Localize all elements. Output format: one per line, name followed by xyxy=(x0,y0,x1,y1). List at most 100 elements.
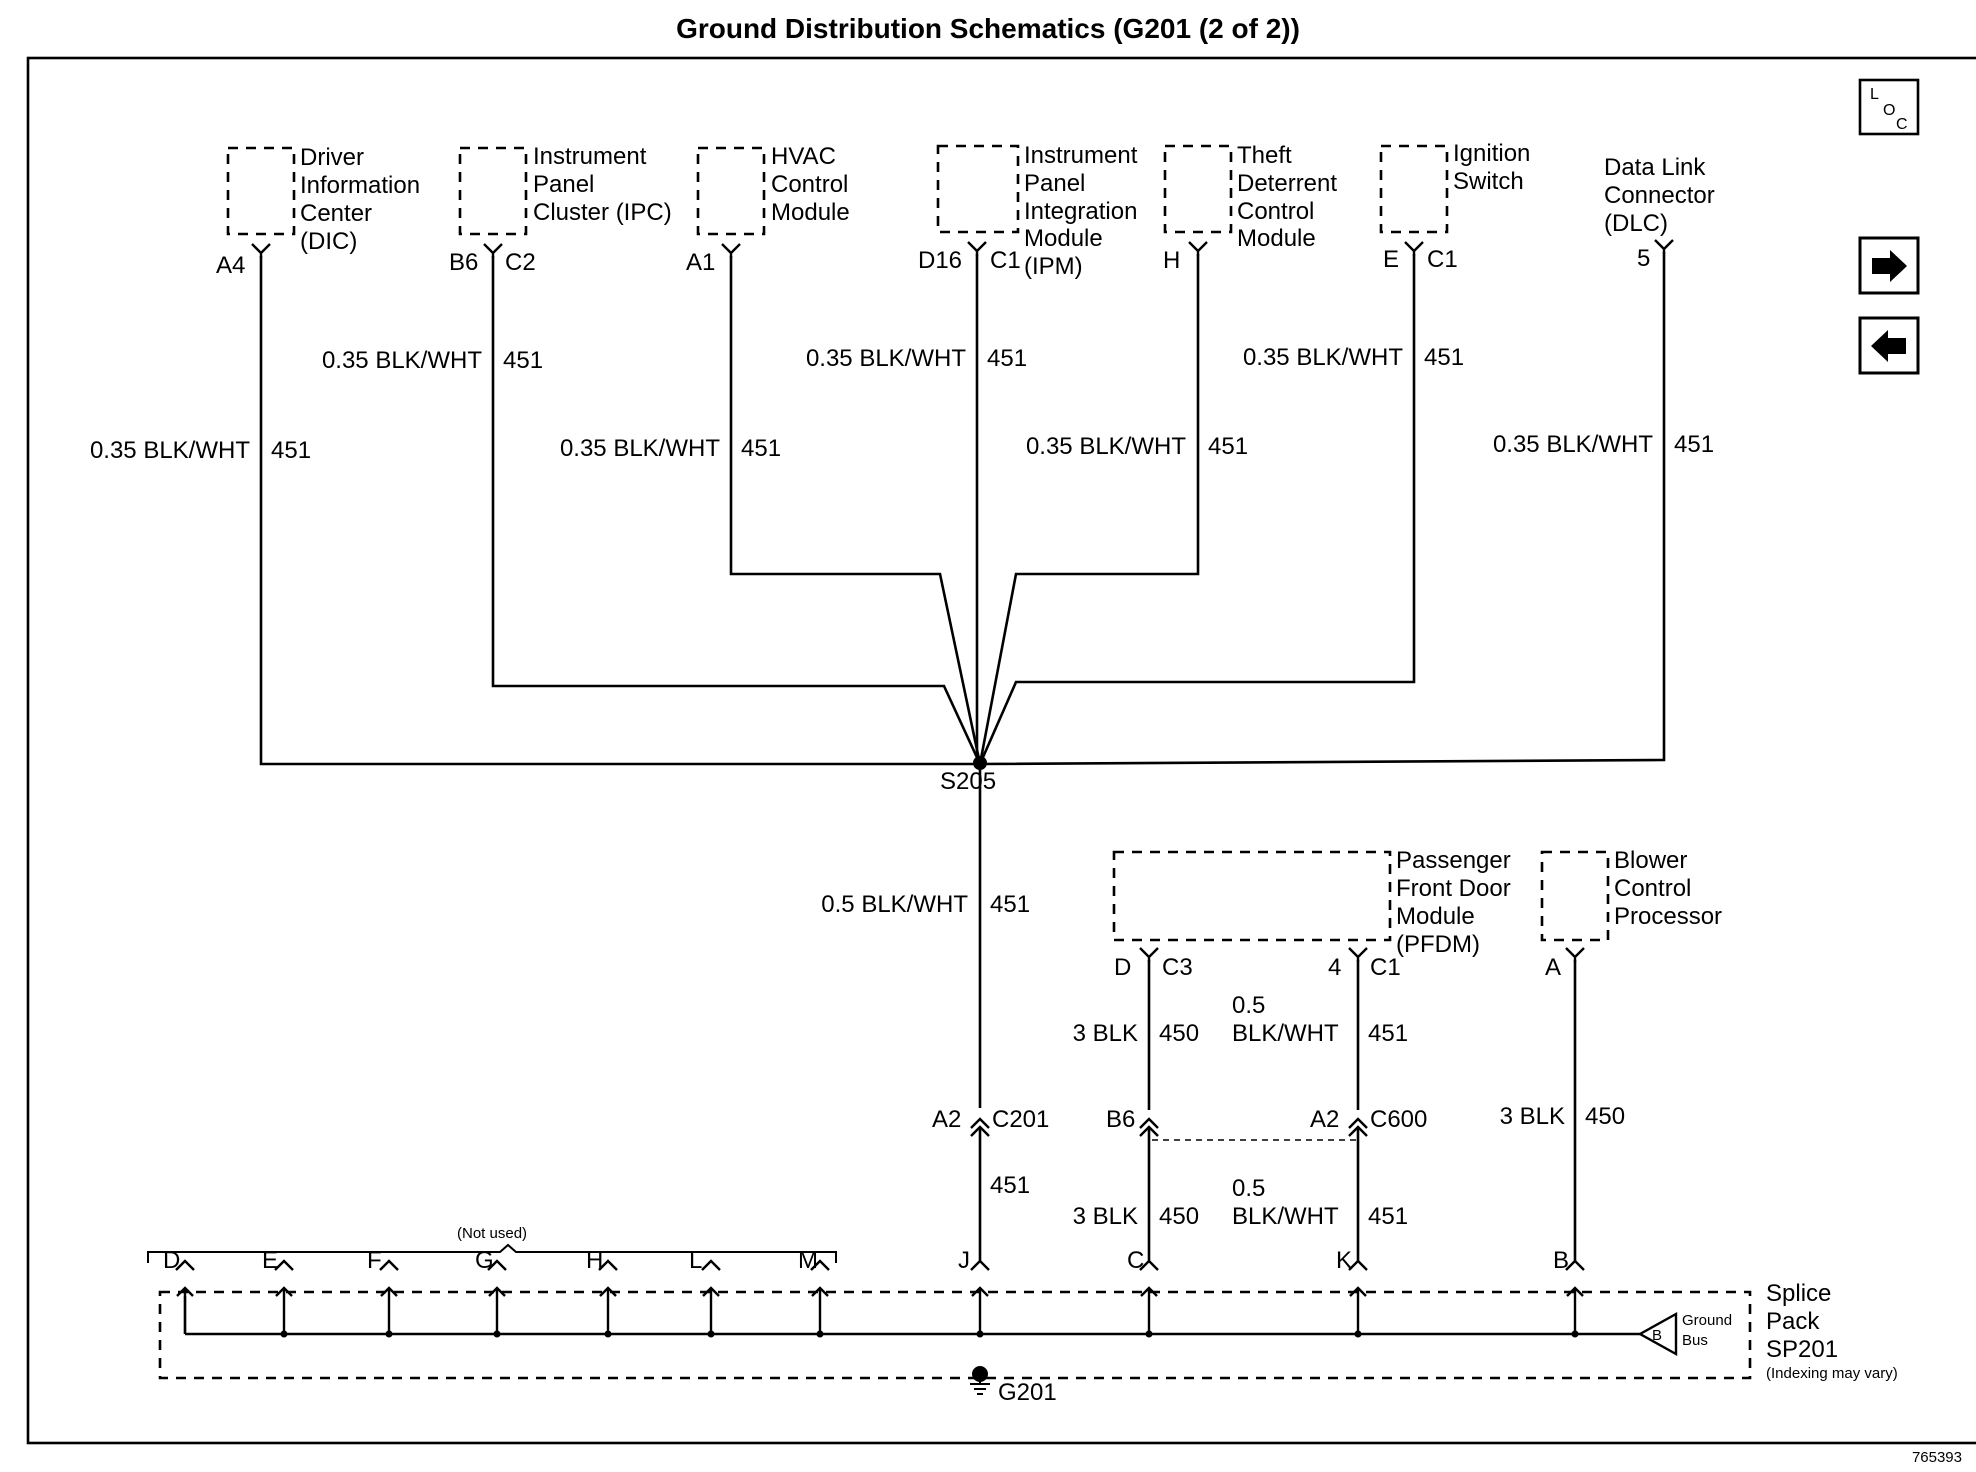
svg-text:Module: Module xyxy=(1396,903,1475,930)
svg-text:0.35 BLK/WHT: 0.35 BLK/WHT xyxy=(90,437,250,464)
svg-text:BLK/WHT: BLK/WHT xyxy=(1232,1020,1339,1047)
svg-text:Switch: Switch xyxy=(1453,168,1524,195)
svg-text:C1: C1 xyxy=(1427,246,1458,273)
svg-text:Bus: Bus xyxy=(1682,1332,1708,1349)
svg-text:0.5: 0.5 xyxy=(1232,1175,1265,1202)
component-ipm: Instrument Panel Integration Module (IPM… xyxy=(918,142,1138,280)
svg-text:A1: A1 xyxy=(686,249,715,276)
svg-text:451: 451 xyxy=(271,437,311,464)
svg-text:0.35 BLK/WHT: 0.35 BLK/WHT xyxy=(806,345,966,372)
svg-text:(IPM): (IPM) xyxy=(1024,253,1083,280)
svg-text:Processor: Processor xyxy=(1614,903,1722,930)
sp201-pin-label: K xyxy=(1336,1247,1352,1274)
svg-text:Panel: Panel xyxy=(533,171,594,198)
sp201-pin-label: J xyxy=(958,1247,970,1274)
svg-text:451: 451 xyxy=(990,1172,1030,1199)
svg-text:0.5 BLK/WHT: 0.5 BLK/WHT xyxy=(821,891,968,918)
component-pfdm: Passenger Front Door Module (PFDM) D C3 … xyxy=(1112,847,1511,981)
svg-text:Blower: Blower xyxy=(1614,847,1687,874)
sp201-pin-l: L xyxy=(689,1247,721,1338)
svg-text:451: 451 xyxy=(1424,344,1464,371)
svg-text:Panel: Panel xyxy=(1024,170,1085,197)
svg-text:Ground: Ground xyxy=(1682,1312,1732,1329)
svg-text:G201: G201 xyxy=(998,1379,1057,1406)
svg-text:Ignition: Ignition xyxy=(1453,140,1530,167)
svg-text:E: E xyxy=(1383,246,1399,273)
sp201-pin-label: C xyxy=(1127,1247,1144,1274)
upper-pin-glyphs xyxy=(251,239,1674,258)
svg-text:451: 451 xyxy=(1368,1203,1408,1230)
svg-text:(PFDM): (PFDM) xyxy=(1396,931,1480,958)
svg-text:Module: Module xyxy=(771,199,850,226)
svg-text:3 BLK: 3 BLK xyxy=(1073,1203,1138,1230)
svg-text:3 BLK: 3 BLK xyxy=(1500,1103,1565,1130)
svg-text:450: 450 xyxy=(1159,1020,1199,1047)
lower-wires xyxy=(1139,960,1577,1262)
svg-text:450: 450 xyxy=(1159,1203,1199,1230)
svg-text:0.35 BLK/WHT: 0.35 BLK/WHT xyxy=(1493,431,1653,458)
svg-text:451: 451 xyxy=(1674,431,1714,458)
component-ipc: Instrument Panel Cluster (IPC) B6 C2 xyxy=(449,143,672,276)
lower-wire-labels: 3 BLK 450 0.5 BLK/WHT 451 3 BLK 450 3 BL… xyxy=(1073,992,1625,1230)
figure-id: 765393 xyxy=(1912,1449,1962,1466)
component-blower-control-processor: Blower Control Processor A xyxy=(1540,847,1722,981)
svg-text:C201: C201 xyxy=(992,1106,1049,1133)
svg-text:(DLC): (DLC) xyxy=(1604,210,1668,237)
svg-text:451: 451 xyxy=(503,347,543,374)
sp201-pin-f: F xyxy=(367,1247,399,1338)
next-page-button[interactable] xyxy=(1858,236,1920,295)
arrow-left-icon xyxy=(1871,330,1906,362)
component-ignition-switch: Ignition Switch E C1 xyxy=(1379,140,1530,273)
sp201-pin-label: E xyxy=(262,1247,278,1274)
svg-text:D16: D16 xyxy=(918,247,962,274)
svg-text:A2: A2 xyxy=(932,1106,961,1133)
sp201-pin-b: B xyxy=(1553,1247,1585,1338)
svg-text:O: O xyxy=(1883,102,1895,119)
arrow-right-icon xyxy=(1872,250,1907,282)
sp201-pin-e: E xyxy=(262,1247,294,1338)
svg-text:Center: Center xyxy=(300,200,372,227)
svg-text:Splice: Splice xyxy=(1766,1280,1831,1307)
svg-text:B: B xyxy=(1652,1327,1662,1344)
svg-text:451: 451 xyxy=(990,891,1030,918)
svg-text:Control: Control xyxy=(1237,198,1314,225)
svg-text:4: 4 xyxy=(1328,954,1341,981)
svg-text:Integration: Integration xyxy=(1024,198,1137,225)
svg-text:SP201: SP201 xyxy=(1766,1336,1838,1363)
component-dic: Driver Information Center (DIC) A4 xyxy=(216,144,420,279)
sp201-pin-label: B xyxy=(1553,1247,1569,1274)
loc-icon[interactable]: L O C xyxy=(1858,78,1920,136)
svg-text:Control: Control xyxy=(771,171,848,198)
splice-pack-sp201: (Not used) B Ground Bus Splice Pack SP20… xyxy=(147,1225,1898,1406)
svg-text:HVAC: HVAC xyxy=(771,143,836,170)
sp201-pin-label: G xyxy=(475,1247,494,1274)
svg-text:(Not used): (Not used) xyxy=(457,1225,527,1242)
svg-text:A: A xyxy=(1545,954,1561,981)
svg-text:0.5: 0.5 xyxy=(1232,992,1265,1019)
connector-c201: A2 C201 451 xyxy=(932,1106,1049,1262)
svg-text:Instrument: Instrument xyxy=(1024,142,1138,169)
sp201-pin-label: M xyxy=(798,1247,818,1274)
svg-text:451: 451 xyxy=(741,435,781,462)
svg-text:Front Door: Front Door xyxy=(1396,875,1511,902)
svg-text:A4: A4 xyxy=(216,252,245,279)
splice-s205-label: S205 xyxy=(940,768,996,795)
svg-text:Module: Module xyxy=(1237,225,1316,252)
component-theft-deterrent: Theft Deterrent Control Module H xyxy=(1163,142,1337,274)
svg-text:C1: C1 xyxy=(1370,954,1401,981)
upper-wires xyxy=(259,252,1666,766)
sp201-pin-g: G xyxy=(475,1247,507,1338)
prev-page-button[interactable] xyxy=(1858,316,1920,375)
component-dlc: Data Link Connector (DLC) 5 xyxy=(1604,154,1715,272)
svg-text:(Indexing may vary): (Indexing may vary) xyxy=(1766,1365,1898,1382)
sp201-pin-k: K xyxy=(1336,1247,1368,1338)
svg-text:C: C xyxy=(1896,116,1908,133)
sp201-pin-label: D xyxy=(163,1247,180,1274)
svg-text:Information: Information xyxy=(300,172,420,199)
svg-text:0.35 BLK/WHT: 0.35 BLK/WHT xyxy=(560,435,720,462)
svg-text:0.35 BLK/WHT: 0.35 BLK/WHT xyxy=(1026,433,1186,460)
svg-text:C2: C2 xyxy=(505,249,536,276)
svg-text:B6: B6 xyxy=(1106,1106,1135,1133)
svg-text:B6: B6 xyxy=(449,249,478,276)
svg-text:Data Link: Data Link xyxy=(1604,154,1706,181)
